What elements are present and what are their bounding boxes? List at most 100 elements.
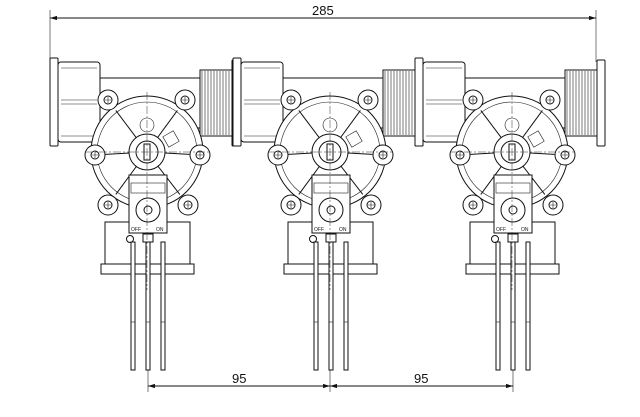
screw-head [366,200,376,210]
coil-label-plate [130,182,166,194]
overall-width-label: 285 [312,3,334,18]
nut-body [422,61,466,143]
thread-body [199,69,233,137]
logo-mark [527,130,545,148]
screw [539,89,561,111]
lead-wire [343,241,349,371]
screw-head [548,200,558,210]
screw [280,89,302,111]
coil-dial [318,197,344,223]
screw-head [286,95,296,105]
screw-cross-icon [182,97,188,103]
screw [280,194,302,216]
nut-flange [232,57,242,147]
thread-body [564,69,598,137]
screw [177,194,199,216]
coil-dial [135,197,161,223]
screw-cross-icon [550,202,556,208]
screw-head [103,200,113,210]
screw-head [468,95,478,105]
screw-cross-icon [197,152,203,158]
ground-terminal-icon [126,235,134,243]
nut-flange [49,57,59,147]
coil-dial-center [143,205,153,215]
screw-cross-icon [365,97,371,103]
screw-cross-icon [457,152,463,158]
screw [84,144,106,166]
coil-label-plate [313,182,349,194]
screw-head [545,95,555,105]
screw-cross-icon [275,152,281,158]
screw-cross-icon [470,202,476,208]
lead-wire [313,241,319,371]
coil-housing [311,174,351,234]
coil-housing [493,174,533,234]
screw [174,89,196,111]
screw-head [273,150,283,160]
screw-cross-icon [380,152,386,158]
coil-housing [128,174,168,234]
screw-head [183,200,193,210]
screw [462,194,484,216]
inlet-nut [49,57,101,147]
screw-head [363,95,373,105]
terminal-block [507,233,519,243]
screw [97,89,119,111]
terminal-block [142,233,154,243]
screw-cross-icon [92,152,98,158]
switch-on-label: ON [156,227,164,233]
screw [462,89,484,111]
screw [357,89,379,111]
screw [554,144,576,166]
thread-body [382,69,416,137]
switch-on-label: ON [339,227,347,233]
inlet-nut [414,57,466,147]
screw-head [103,95,113,105]
screw-cross-icon [105,202,111,208]
lead-wire [328,241,334,371]
screw-head [378,150,388,160]
screw-head [468,200,478,210]
screw-head [286,200,296,210]
logo-mark [345,130,363,148]
terminal-block [325,233,337,243]
screw-cross-icon [547,97,553,103]
spacing-label-2: 95 [414,371,429,386]
screw-cross-icon [105,97,111,103]
ground-terminal-icon [309,235,317,243]
switch-off-label: OFF [314,227,324,233]
screw-head [560,150,570,160]
nut-facets [426,67,462,137]
lead-wire [145,241,151,371]
thread-flange [596,59,606,147]
nut-flange [414,57,424,147]
screw-cross-icon [288,202,294,208]
screw [372,144,394,166]
screw [449,144,471,166]
screw-cross-icon [470,97,476,103]
nut-body [240,61,284,143]
logo-mark [162,130,180,148]
nut-facets [244,67,280,137]
spacing-label-1: 95 [232,371,247,386]
lead-wire [130,241,136,371]
screw [542,194,564,216]
screw-head [90,150,100,160]
screw-head [455,150,465,160]
screw-head [180,95,190,105]
screw-cross-icon [185,202,191,208]
screw-cross-icon [562,152,568,158]
nut-body [57,61,101,143]
coil-label-plate [495,182,531,194]
screw [97,194,119,216]
lead-wire [510,241,516,371]
solenoid-coil: OFF ON [309,174,351,243]
screw-head [195,150,205,160]
lead-wire [160,241,166,371]
screw [189,144,211,166]
